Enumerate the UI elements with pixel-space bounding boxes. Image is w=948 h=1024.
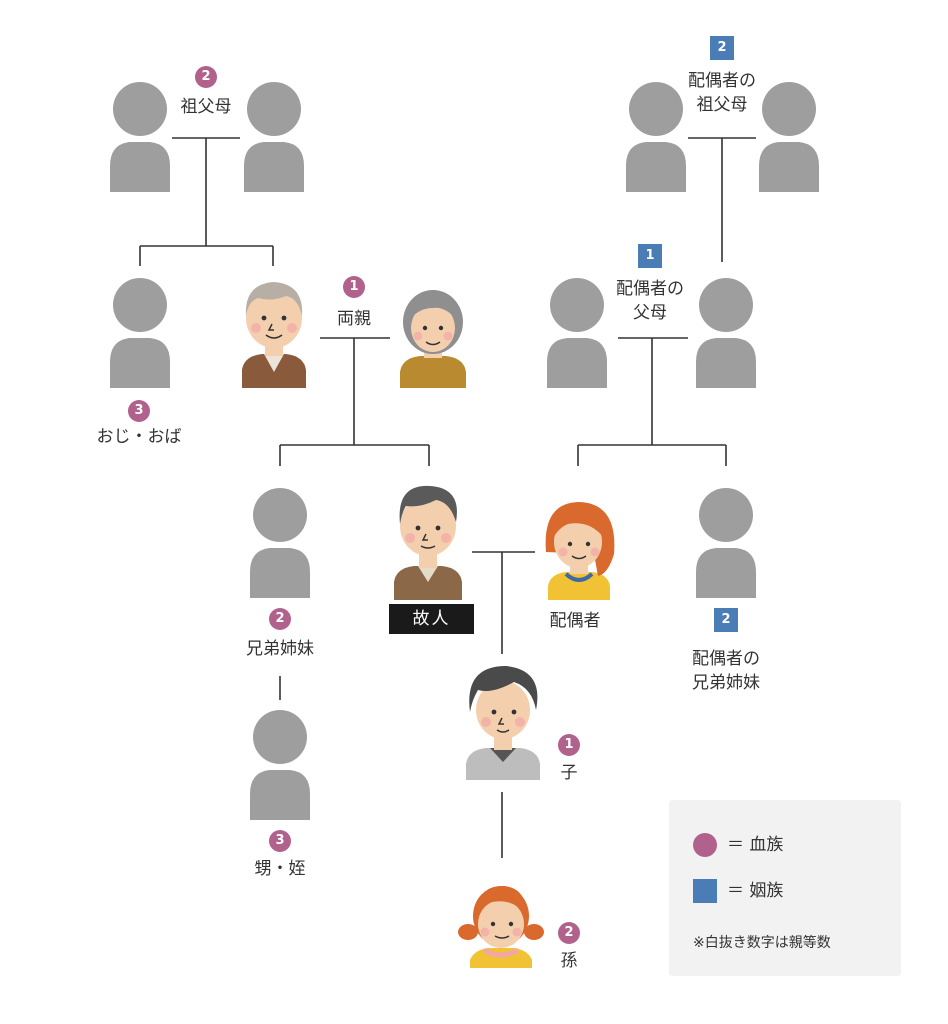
nephew-niece-silhouette [250, 710, 310, 820]
child-illustration [466, 666, 540, 780]
inlaw-square-icon [693, 879, 717, 903]
spouse-grandparents-label-line1: 配偶者の [688, 71, 756, 91]
nephew-niece-degree-badge: 3 [269, 830, 291, 852]
grandfather-silhouette [110, 82, 170, 192]
parents-label: 両親 [337, 309, 371, 329]
spouse-sibling-silhouette [696, 488, 756, 598]
spouse-siblings-label-line1: 配偶者の [692, 649, 760, 669]
legend-inlaw-label: ＝ 姻族 [727, 881, 784, 901]
spouse-grandparents-label-line2: 祖父母 [696, 95, 748, 115]
spouse-illustration [545, 502, 615, 600]
legend-blood-label: ＝ 血族 [727, 835, 784, 855]
deceased-illustration [394, 485, 462, 600]
legend-blood-row: ＝ 血族 [693, 830, 783, 857]
nephew-niece-label: 甥・姪 [254, 859, 306, 879]
legend-note: ※白抜き数字は親等数 [693, 935, 831, 951]
legend-box: ＝ 血族 ＝ 姻族 ※白抜き数字は親等数 [669, 800, 901, 976]
child-label: 子 [560, 763, 578, 783]
spouse-label: 配偶者 [549, 611, 601, 631]
spouse-parents-label-line1: 配偶者の [616, 279, 684, 299]
siblings-label: 兄弟姉妹 [246, 639, 314, 659]
blood-circle-icon [693, 833, 717, 857]
father-illustration [242, 282, 306, 388]
mother-illustration [400, 290, 466, 388]
spouse-grandfather-silhouette [626, 82, 686, 192]
spouse-grandparents-degree-badge: 2 [710, 36, 734, 60]
spouse-siblings-label-line2: 兄弟姉妹 [692, 673, 760, 693]
spouse-mother-silhouette [696, 278, 756, 388]
sibling-silhouette [250, 488, 310, 598]
grandparents-label: 祖父母 [180, 97, 232, 117]
grandchild-illustration [458, 886, 544, 968]
spouse-parents-label-line2: 父母 [633, 303, 667, 323]
spouse-father-silhouette [547, 278, 607, 388]
grandparents-degree-badge: 2 [195, 66, 217, 88]
uncle-aunt-degree-badge: 3 [128, 400, 150, 422]
spouse-siblings-degree-badge: 2 [714, 608, 738, 632]
parents-degree-badge: 1 [343, 276, 365, 298]
uncle-aunt-silhouette [110, 278, 170, 388]
siblings-degree-badge: 2 [269, 608, 291, 630]
grandchild-label: 孫 [560, 951, 578, 971]
legend-inlaw-row: ＝ 姻族 [693, 876, 783, 903]
deceased-label: 故人 [389, 604, 474, 634]
uncle-aunt-label: おじ・おば [96, 427, 182, 447]
grandmother-silhouette [244, 82, 304, 192]
grandchild-degree-badge: 2 [558, 922, 580, 944]
spouse-parents-degree-badge: 1 [638, 244, 662, 268]
spouse-grandmother-silhouette [759, 82, 819, 192]
child-degree-badge: 1 [558, 734, 580, 756]
